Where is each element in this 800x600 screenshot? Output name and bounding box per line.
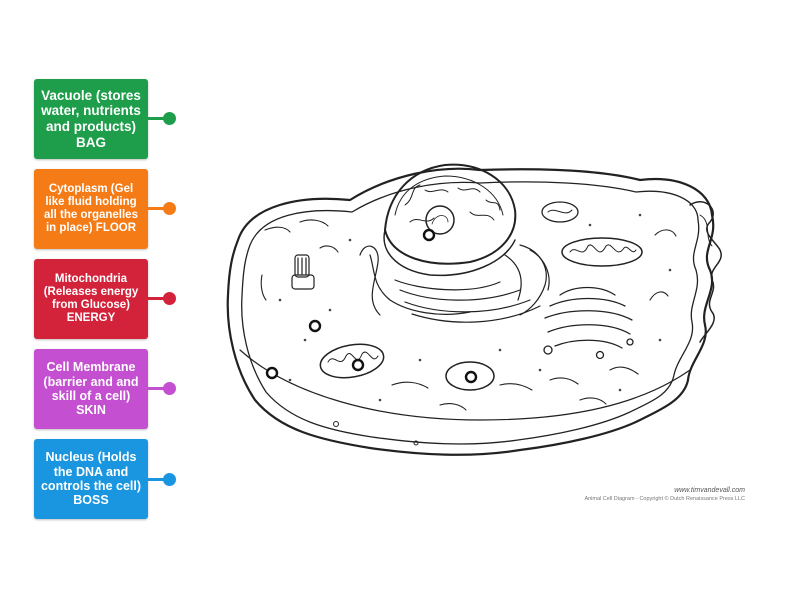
drop-target-3[interactable] [353, 360, 363, 370]
nucleus-drawing [384, 165, 515, 276]
golgi-drawing [544, 288, 633, 359]
credit-site: www.timvandevall.com [674, 487, 745, 494]
centriole-drawing [292, 255, 314, 289]
drop-target-1[interactable] [424, 230, 434, 240]
credit-line: Animal Cell Diagram - Copyright © Dutch … [584, 495, 745, 502]
drop-target-2[interactable] [310, 321, 320, 331]
drop-target-5[interactable] [466, 372, 476, 382]
drop-target-4[interactable] [267, 368, 277, 378]
cell-membrane-inner [242, 182, 699, 444]
er-drawing [360, 245, 549, 322]
